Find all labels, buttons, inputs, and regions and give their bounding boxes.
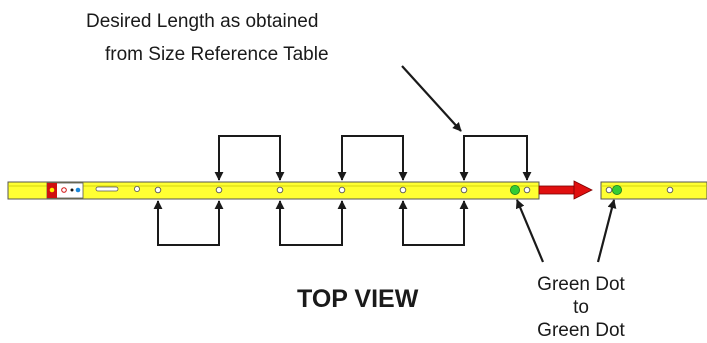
warning-icon	[49, 187, 55, 193]
rail-hole	[666, 186, 674, 194]
red-connect-arrow	[538, 180, 593, 200]
rail-hole	[276, 186, 284, 194]
bracket-lower-1	[157, 200, 224, 246]
green-dot-extension	[612, 184, 623, 195]
main-rail	[7, 181, 540, 200]
view-label: TOP VIEW	[297, 285, 419, 313]
rail-hole	[399, 186, 407, 194]
lower-brackets	[153, 200, 469, 246]
prohibited-icon	[61, 187, 67, 193]
rail-hole	[154, 186, 162, 194]
bracket-upper-2	[341, 135, 408, 181]
green-dot-pointer-2	[596, 199, 617, 263]
bracket-upper-1	[218, 135, 285, 181]
bracket-upper-3	[463, 135, 532, 181]
rail-hole	[460, 186, 468, 194]
rail-hole	[605, 186, 613, 194]
bracket-lower-2	[279, 200, 347, 246]
rail-hole	[133, 185, 140, 192]
bracket-lower-3	[402, 200, 469, 246]
annotation-pointer-arrow	[401, 65, 462, 132]
rail-hole	[523, 186, 531, 194]
green-dot-pointer-1	[515, 199, 545, 263]
green-dot-main	[509, 184, 520, 195]
rail-holes	[154, 186, 531, 194]
green-dot-label-line-1: Green Dot	[537, 274, 625, 295]
green-dot-label-line-3: Green Dot	[537, 320, 625, 341]
rail-hole	[215, 186, 223, 194]
annotation-line-2: from Size Reference Table	[105, 44, 329, 65]
green-dot-label-line-2: to	[573, 297, 589, 318]
annotation-line-1: Desired Length as obtained	[86, 11, 318, 32]
rail-label-plate	[46, 182, 84, 199]
info-icon	[70, 188, 74, 192]
manual-icon	[75, 187, 81, 193]
rail-slot	[95, 186, 119, 192]
upper-brackets	[214, 135, 532, 181]
rail-hole	[338, 186, 346, 194]
